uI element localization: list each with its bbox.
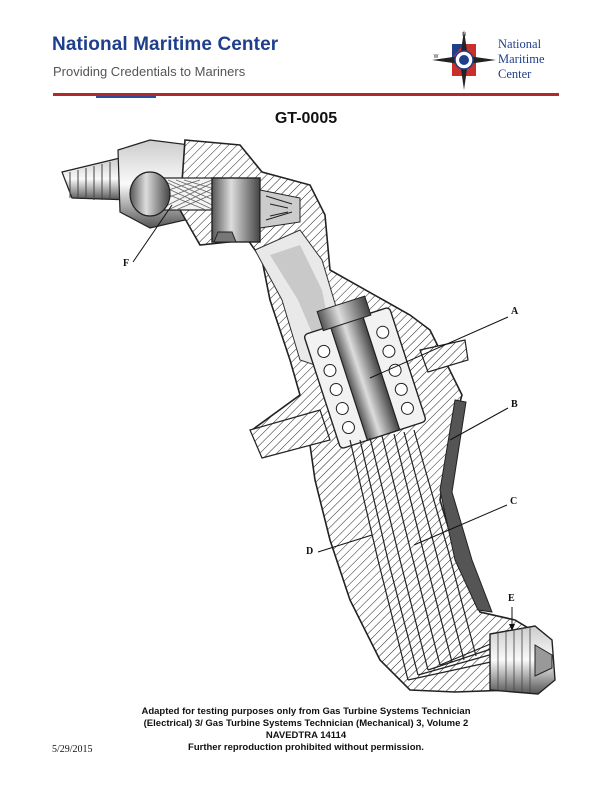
- logo-line: National: [498, 37, 542, 51]
- mounting-flange: [249, 339, 469, 459]
- callout-label-b: B: [511, 399, 518, 410]
- callout-label-e: E: [508, 593, 515, 604]
- document-code: GT-0005: [274, 110, 338, 127]
- leader-line-a: [369, 316, 509, 379]
- callout-label-a: A: [511, 306, 519, 317]
- nmc-logo: N W National Maritime Center: [430, 28, 560, 92]
- callout-label-d: D: [306, 546, 314, 557]
- header-title: National Maritime Center: [52, 34, 279, 55]
- check-valve-block: [211, 177, 301, 243]
- footer-line: NAVEDTRA 14114: [265, 730, 347, 741]
- leader-line-f: [132, 204, 173, 263]
- header-rule: [53, 93, 559, 96]
- callout-label-c: C: [510, 496, 518, 507]
- callout-label-f: F: [123, 258, 130, 269]
- inlet-screen: [129, 171, 221, 217]
- footer-date: 5/29/2015: [52, 744, 93, 755]
- header-rule-accent: [96, 96, 156, 98]
- compass-rose-icon: N W: [432, 30, 496, 90]
- logo-line: Maritime: [498, 52, 545, 66]
- fuel-nozzle-diagram: [61, 139, 556, 695]
- fuel-passages: [349, 429, 501, 681]
- footer-line: Further reproduction prohibited without …: [188, 742, 424, 753]
- footer-line: Adapted for testing purposes only from G…: [141, 706, 471, 717]
- svg-text:N: N: [462, 32, 466, 38]
- footer-line: (Electrical) 3/ Gas Turbine Systems Tech…: [143, 718, 469, 729]
- header-subtitle: Providing Credentials to Mariners: [53, 64, 246, 79]
- leader-line-c: [413, 504, 508, 546]
- svg-text:W: W: [434, 54, 439, 60]
- heat-shield: [439, 399, 493, 613]
- logo-line: Center: [498, 67, 532, 81]
- attribution-footer: Adapted for testing purposes only from G…: [60, 706, 552, 754]
- leader-line-d: [317, 534, 373, 553]
- nozzle-tip: [489, 625, 556, 695]
- leader-lines: [132, 204, 515, 631]
- flow-divider-valve: [304, 295, 426, 449]
- leader-line-b: [449, 407, 509, 441]
- logo-text: National Maritime Center: [498, 37, 568, 82]
